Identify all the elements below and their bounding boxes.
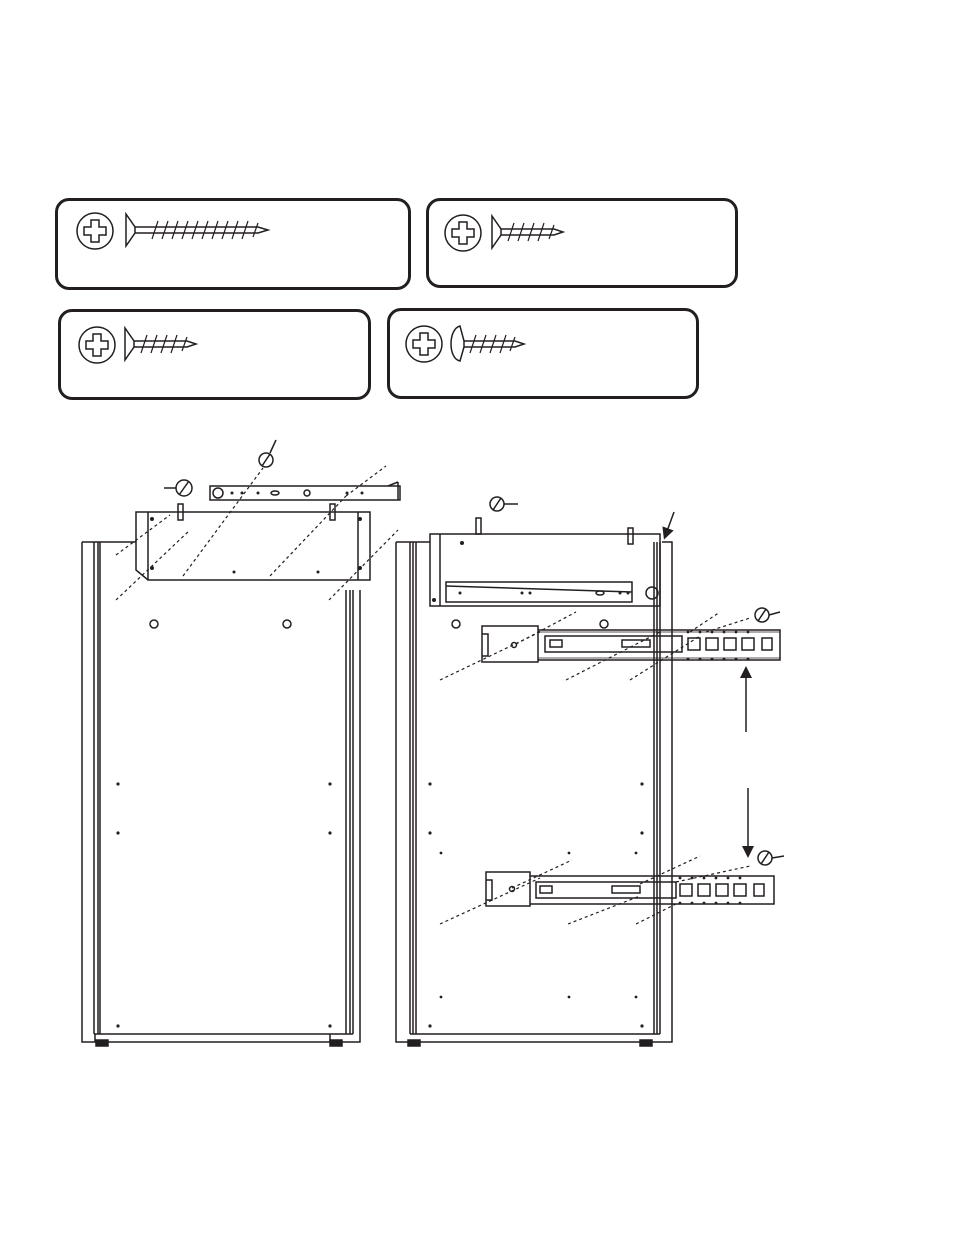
left-top-box — [136, 504, 370, 580]
screw-callout-right-top — [490, 497, 518, 511]
left-top-rail — [210, 482, 400, 500]
pointer-arrow-top — [666, 512, 674, 534]
screw-callout-left-1 — [164, 480, 192, 496]
right-cabinet-panel — [396, 542, 672, 1046]
screw-guide-lines-upper-slide — [440, 612, 750, 680]
screw-callout-upper-slide — [755, 608, 780, 622]
screw-callout-lower-slide — [758, 851, 784, 865]
right-top-box — [430, 518, 660, 606]
screw-callout-left-2 — [259, 440, 276, 467]
left-cabinet-panel — [82, 542, 360, 1046]
lower-drawer-slide — [486, 872, 774, 906]
upper-drawer-slide — [482, 626, 780, 662]
